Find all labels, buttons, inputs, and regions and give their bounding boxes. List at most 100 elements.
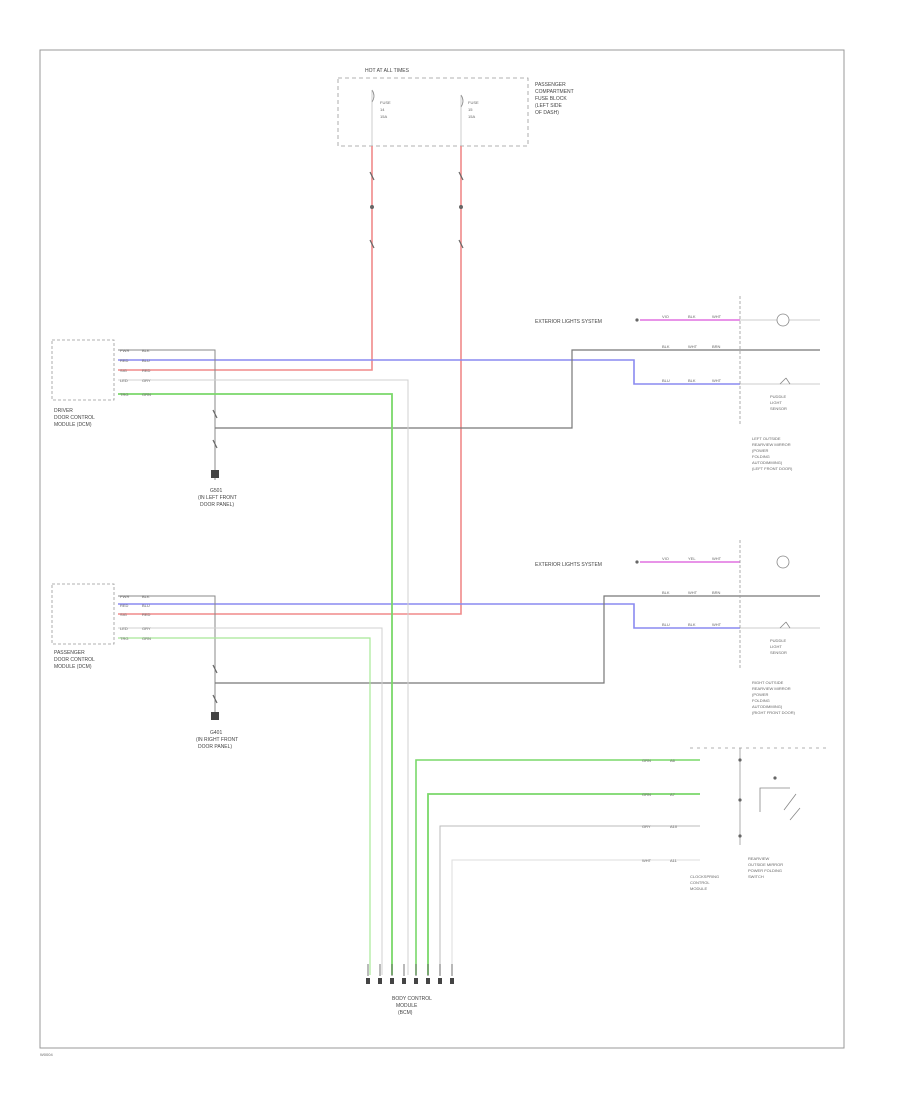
right-row3-b: BLK xyxy=(688,622,696,627)
left-row2-c: BRN xyxy=(712,344,721,349)
left-mirror-lamp-icon xyxy=(776,313,790,327)
switch-extra-2: CONTROL xyxy=(690,880,710,885)
left-sensor-title-3: SENSOR xyxy=(770,406,787,411)
driver-module-title-3: MODULE (DCM) xyxy=(54,422,92,428)
ground-passenger-id: G401 xyxy=(210,730,222,736)
right-sensor-title-2: LIGHT xyxy=(770,644,782,649)
left-row3-b: BLK xyxy=(688,378,696,383)
right-mirror-title-5: AUTODIMMING) xyxy=(752,704,783,709)
driver-wire-2: BLU xyxy=(142,358,150,363)
driver-pin-5: TRG xyxy=(120,392,128,397)
left-mirror-title-2: REARVIEW MIRROR xyxy=(752,442,791,447)
wire-green-switch-1 xyxy=(415,759,700,975)
left-row1-b: BLK xyxy=(688,314,696,319)
right-row1-c: WHT xyxy=(712,556,722,561)
wire-gray-driver xyxy=(118,379,409,975)
left-sensor-title-1: PUDDLE xyxy=(770,394,787,399)
wire-blue-passenger xyxy=(118,603,740,629)
right-row3-a: BLU xyxy=(662,622,670,627)
ground-passenger-loc-1: (IN RIGHT FRONT xyxy=(196,737,238,743)
switch-title-1: REARVIEW xyxy=(748,856,769,861)
passenger-pin-4: LED xyxy=(120,626,128,631)
driver-pin-4: LED xyxy=(120,378,128,383)
driver-wire-1: BLK xyxy=(142,348,150,353)
left-mirror-sensor-icon xyxy=(779,377,791,385)
switch-row1-wire: GRN xyxy=(642,758,651,763)
right-mirror-title-6: (RIGHT FRONT DOOR) xyxy=(752,710,796,715)
driver-door-module: PWR RED SIG LED TRG BLK BLU RED GRY GRN … xyxy=(51,339,151,428)
fuse-block-title-2: COMPARTMENT xyxy=(535,89,574,95)
switch-title-4: SWITCH xyxy=(748,874,764,879)
right-mirror-title-4: FOLDING xyxy=(752,698,770,703)
fuse-right: FUSE 15 15A xyxy=(460,94,479,119)
left-mirror-signal-label: EXTERIOR LIGHTS SYSTEM xyxy=(535,319,602,325)
fuse-left-rating: 15A xyxy=(380,114,387,119)
passenger-wire-2: BLU xyxy=(142,603,150,608)
right-row2-b: WHT xyxy=(688,590,698,595)
right-row2-a: BLK xyxy=(662,590,670,595)
driver-wire-4: GRY xyxy=(142,378,151,383)
wire-green-switch-2 xyxy=(427,793,700,975)
right-row2-c: BRN xyxy=(712,590,721,595)
switch-row3-pin: A10 xyxy=(670,824,678,829)
left-mirror-title-6: (LEFT FRONT DOOR) xyxy=(752,466,793,471)
right-row3-c: WHT xyxy=(712,622,722,627)
switch-contact-icon xyxy=(759,787,801,821)
left-mirror-title-3: (POWER xyxy=(752,448,769,453)
fuse-block: HOT AT ALL TIMES PASSENGER COMPARTMENT F… xyxy=(337,68,574,147)
driver-pin-2: RED xyxy=(120,358,129,363)
bcm-title-3: (BCM) xyxy=(398,1010,413,1016)
driver-module-title-2: DOOR CONTROL xyxy=(54,415,95,421)
right-mirror-title-1: RIGHT OUTSIDE xyxy=(752,680,784,685)
passenger-pin-3: SIG xyxy=(120,612,127,617)
wire-gray-passenger xyxy=(118,627,383,975)
wire-green-driver xyxy=(118,393,393,975)
ground-driver-id: G501 xyxy=(210,488,222,494)
right-mirror-sensor-icon xyxy=(779,621,791,629)
left-row2-a: BLK xyxy=(662,344,670,349)
passenger-module-title-1: PASSENGER xyxy=(54,650,85,656)
driver-pin-1: PWR xyxy=(120,348,129,353)
fuse-block-title-1: PASSENGER xyxy=(535,82,566,88)
ground-driver-loc-2: DOOR PANEL) xyxy=(200,502,234,508)
switch-row2-wire: GRN xyxy=(642,792,651,797)
ground-passenger: G401 (IN RIGHT FRONT DOOR PANEL) xyxy=(196,712,238,750)
wire-white-switch xyxy=(451,859,700,975)
left-mirror-title-5: AUTODIMMING) xyxy=(752,460,783,465)
fuse-left-label: FUSE xyxy=(380,100,391,105)
diagram-frame xyxy=(39,49,845,1049)
fuse-header: HOT AT ALL TIMES xyxy=(365,68,410,74)
switch-row4-wire: WHT xyxy=(642,858,652,863)
passenger-pin-2: RED xyxy=(120,603,129,608)
switch-row4-pin: A11 xyxy=(670,858,678,863)
wires xyxy=(118,146,820,975)
fuse-block-title-4: (LEFT SIDE xyxy=(535,103,563,109)
switch-extra-3: MODULE xyxy=(690,886,707,891)
right-row1-a: VIO xyxy=(662,556,669,561)
driver-wire-5: GRN xyxy=(142,392,151,397)
ground-driver: G501 (IN LEFT FRONT DOOR PANEL) xyxy=(198,470,237,508)
connector-marks xyxy=(212,171,464,704)
fuse-block-title-5: OF DASH) xyxy=(535,110,559,116)
right-outside-mirror: EXTERIOR LIGHTS SYSTEM VIO YEL WHT BLK W… xyxy=(535,540,820,715)
left-mirror-title-1: LEFT OUTSIDE xyxy=(752,436,781,441)
right-row1-b: YEL xyxy=(688,556,696,561)
left-mirror-title-4: FOLDING xyxy=(752,454,770,459)
fuse-right-number: 15 xyxy=(468,107,473,112)
ground-passenger-loc-2: DOOR PANEL) xyxy=(198,744,232,750)
switch-title-2: OUTSIDE MIRROR xyxy=(748,862,783,867)
wire-black-passenger xyxy=(118,595,216,720)
bcm-title-2: MODULE xyxy=(396,1003,418,1009)
switch-row1-pin: A6 xyxy=(670,758,676,763)
passenger-pin-1: PWR xyxy=(120,594,129,599)
switch-extra-1: CLOCKSPRING xyxy=(690,874,719,879)
fuse-left-number: 14 xyxy=(380,107,385,112)
driver-module-title-1: DRIVER xyxy=(54,408,73,414)
wire-green-passenger xyxy=(118,637,371,975)
left-row2-b: WHT xyxy=(688,344,698,349)
passenger-door-module: PWR RED SIG LED TRG BLK BLU RED GRY GRN … xyxy=(51,583,151,670)
left-row1-c: WHT xyxy=(712,314,722,319)
passenger-wire-3: RED xyxy=(142,612,151,617)
driver-pin-3: SIG xyxy=(120,368,127,373)
